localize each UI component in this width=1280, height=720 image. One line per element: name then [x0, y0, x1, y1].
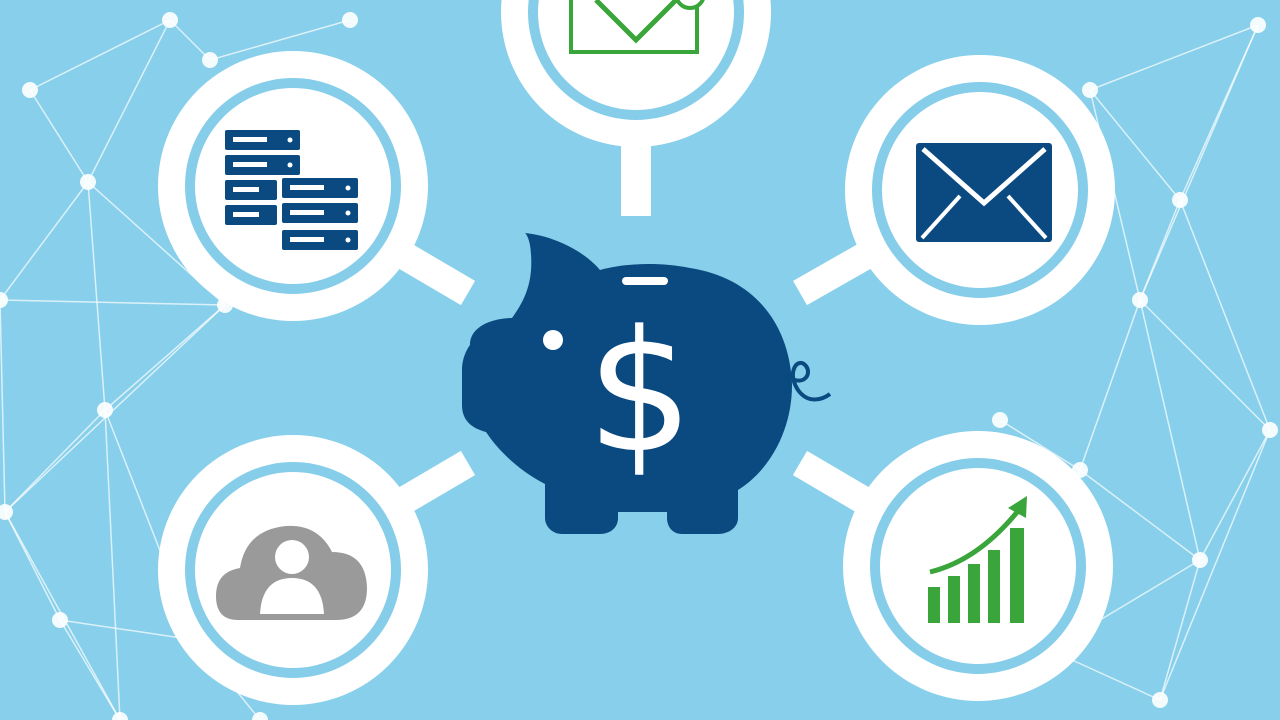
node-top — [501, 0, 771, 147]
network-link — [59, 619, 196, 641]
network-link — [4, 409, 106, 513]
network-node — [80, 174, 96, 190]
envelope-check-icon — [569, 0, 705, 54]
network-link — [0, 299, 6, 513]
network-node — [1250, 17, 1266, 33]
connector-left-top — [397, 243, 476, 306]
network-link — [209, 19, 351, 61]
network-node — [22, 82, 38, 98]
network-link — [1179, 24, 1259, 201]
network-link — [104, 304, 226, 411]
network-node — [1192, 552, 1208, 568]
network-link — [1139, 299, 1201, 561]
envelope-icon — [916, 143, 1052, 242]
network-node — [1262, 422, 1278, 438]
network-link — [1179, 199, 1271, 431]
network-link — [1079, 469, 1201, 561]
network-link — [104, 409, 121, 720]
network-link — [0, 299, 226, 306]
network-link — [1139, 199, 1181, 301]
network-node — [1172, 192, 1188, 208]
network-node — [1152, 692, 1168, 708]
connector-top — [621, 140, 651, 216]
connector-bars — [392, 140, 876, 516]
network-link — [0, 181, 89, 301]
connector-left-bottom — [392, 450, 476, 516]
network-node — [97, 402, 113, 418]
network-link — [999, 419, 1081, 471]
network-link — [4, 511, 61, 621]
network-node — [162, 12, 178, 28]
network-node — [112, 712, 128, 720]
network-node — [52, 612, 68, 628]
network-link — [59, 619, 121, 720]
network-link — [1089, 89, 1181, 201]
growth-chart-icon — [928, 496, 1027, 623]
network-link — [1079, 299, 1141, 471]
network-link — [1159, 429, 1271, 701]
network-link — [1139, 299, 1271, 431]
network-link — [29, 19, 171, 91]
network-node — [202, 52, 218, 68]
node-left-top — [158, 51, 428, 321]
network-node — [0, 504, 13, 520]
network-link — [1199, 429, 1271, 561]
network-link — [1089, 89, 1141, 301]
node-right-top — [845, 55, 1115, 325]
connector-right-top — [793, 243, 872, 306]
node-left-bottom — [158, 435, 428, 705]
connector-right-bottom — [792, 450, 876, 516]
network-node — [0, 292, 8, 308]
network-link — [1159, 559, 1201, 701]
network-node — [1132, 292, 1148, 308]
network-node — [252, 712, 268, 720]
network-node — [1082, 82, 1098, 98]
node-right-bottom — [843, 431, 1113, 701]
network-link — [29, 89, 89, 183]
network-link — [87, 181, 106, 411]
piggy-bank-icon: $ — [462, 233, 832, 534]
cloud-user-icon — [216, 525, 367, 620]
network-node — [342, 12, 358, 28]
dollar-sign: $ — [587, 294, 694, 490]
network-link — [87, 19, 171, 183]
network-link — [1089, 24, 1259, 91]
network-node — [992, 412, 1008, 428]
server-stack-icon — [225, 130, 358, 250]
network-link — [169, 19, 211, 61]
network-link — [4, 304, 226, 513]
